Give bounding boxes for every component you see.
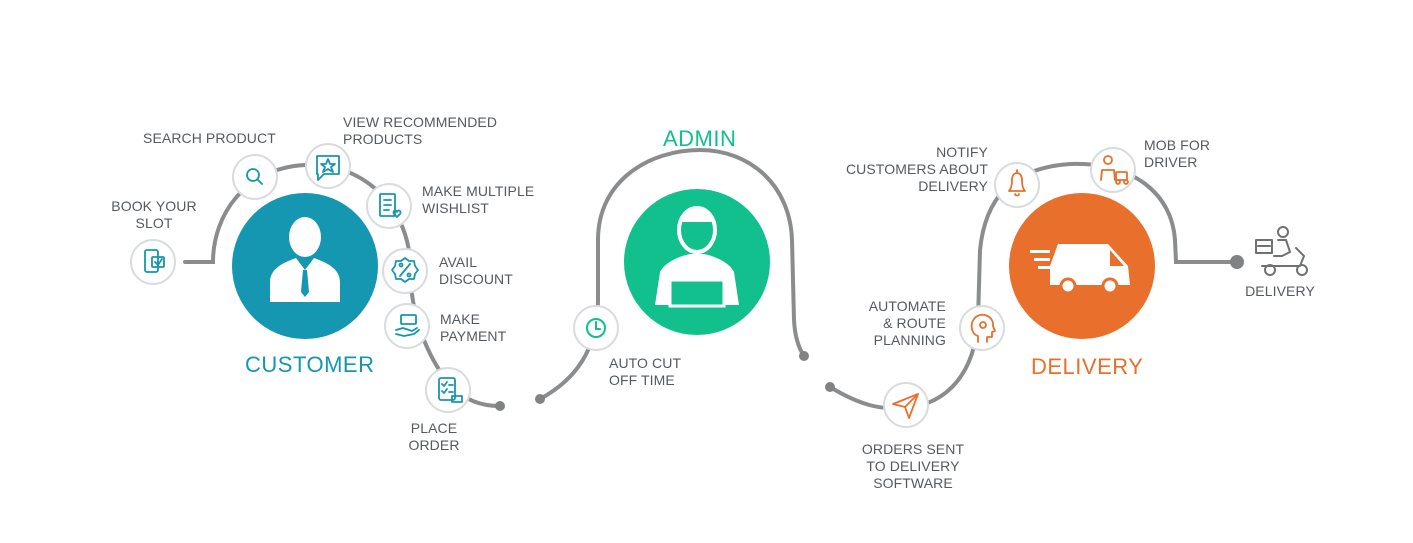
step-label-route-planning: AUTOMATE & ROUTE PLANNING <box>846 298 946 349</box>
endpoint-dot <box>495 401 505 411</box>
label-line: VIEW RECOMMENDED <box>343 114 498 130</box>
label-line: BOOK YOUR <box>111 198 197 214</box>
step-label-notify-customers: NOTIFY CUSTOMERS ABOUT DELIVERY <box>838 144 988 195</box>
send-icon <box>892 393 919 419</box>
delivery-van-icon <box>1030 244 1130 295</box>
step-label-orders-sent: ORDERS SENT TO DELIVERY SOFTWARE <box>848 441 978 492</box>
label-line: MAKE MULTIPLE <box>422 183 535 199</box>
label-line: MOB FOR <box>1144 137 1211 153</box>
label-line: AUTO CUT <box>609 355 682 371</box>
label-line: PAYMENT <box>440 328 507 344</box>
label-line: SLOT <box>135 215 173 231</box>
label-line: PLACE <box>410 420 458 436</box>
clock-icon <box>586 318 606 338</box>
endpoint-dot <box>799 351 809 361</box>
label-line: DRIVER <box>1144 154 1198 170</box>
customer-title: CUSTOMER <box>245 352 375 377</box>
step-label-make-payment: MAKE PAYMENT <box>440 311 506 345</box>
label-line: DISCOUNT <box>439 271 513 287</box>
step-label-multiple-wishlist: MAKE MULTIPLE WISHLIST <box>422 183 534 217</box>
label-line: PLANNING <box>873 332 946 348</box>
label-line: DELIVERY <box>918 178 988 194</box>
label-line: ORDERS SENT <box>861 441 965 457</box>
endpoint-dot <box>825 382 835 392</box>
discount-badge-icon <box>391 257 419 283</box>
label-line: AVAIL <box>439 254 478 270</box>
step-label-delivery-end: DELIVERY <box>1244 283 1316 300</box>
label-line: WISHLIST <box>422 200 489 216</box>
mobile-booking-icon <box>144 249 165 273</box>
label-line: MAKE <box>440 311 481 327</box>
label-line: OFF TIME <box>609 372 675 388</box>
endpoint-dot <box>535 394 545 404</box>
head-gear-icon <box>970 313 996 343</box>
step-label-view-recommended: VIEW RECOMMENDED PRODUCTS <box>343 114 497 148</box>
driver-icon <box>1100 155 1129 185</box>
endpoint-dot <box>1230 255 1244 269</box>
label-line: SOFTWARE <box>873 475 953 491</box>
label-line: & ROUTE <box>883 315 946 331</box>
label-line: PRODUCTS <box>343 131 423 147</box>
star-chat-icon <box>316 155 340 181</box>
order-checklist-icon <box>438 377 463 403</box>
admin-hub <box>624 189 770 335</box>
connector-dots <box>495 255 1244 411</box>
label-line: TO DELIVERY <box>866 458 960 474</box>
wishlist-icon <box>379 193 402 218</box>
step-label-search-product: SEARCH PRODUCT <box>143 130 276 147</box>
delivery-hub <box>1009 193 1155 339</box>
search-icon <box>246 168 263 185</box>
payment-hand-icon <box>395 314 420 337</box>
scooter-delivery-icon <box>1255 226 1308 276</box>
admin-laptop-person-icon <box>655 206 739 308</box>
step-label-avail-discount: AVAIL DISCOUNT <box>439 254 513 288</box>
step-icon-circles <box>130 143 1136 428</box>
bell-icon <box>1008 169 1026 197</box>
label-line: AUTOMATE <box>868 298 946 314</box>
customer-person-icon <box>270 217 340 302</box>
label-line: CUSTOMERS ABOUT <box>845 161 988 177</box>
delivery-title: DELIVERY <box>1031 354 1144 379</box>
step-label-place-order: PLACE ORDER <box>394 420 474 454</box>
customer-hub <box>232 193 378 339</box>
step-label-mob-driver: MOB FOR DRIVER <box>1144 137 1210 171</box>
step-label-book-slot: BOOK YOUR SLOT <box>104 198 204 232</box>
label-line: ORDER <box>408 437 460 453</box>
step-label-auto-cutoff: AUTO CUT OFF TIME <box>609 355 681 389</box>
label-line: DELIVERY <box>1245 283 1315 299</box>
admin-title: ADMIN <box>663 126 737 151</box>
label-line: NOTIFY <box>936 144 988 160</box>
label-line: SEARCH PRODUCT <box>143 130 276 146</box>
